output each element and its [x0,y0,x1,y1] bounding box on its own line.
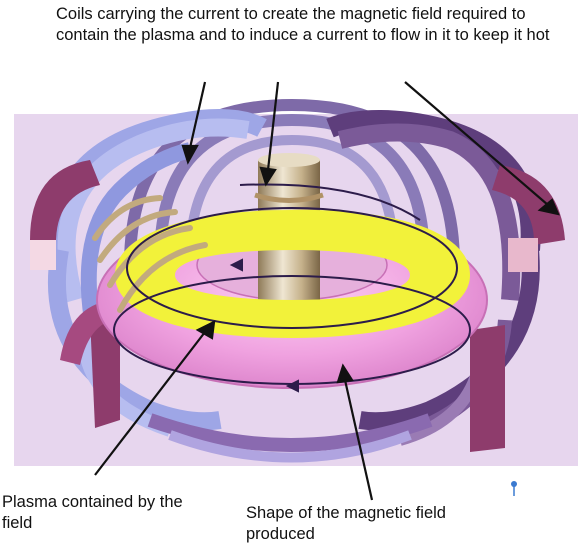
plasma [115,209,470,338]
bottom-coils [147,413,433,463]
outer-magenta-coils [30,160,565,452]
plasma-label: Plasma contained by the field [2,493,183,532]
coils-label: Coils carrying the current to create the… [56,5,550,44]
pin-marker [511,481,517,496]
callout-arrows [94,81,560,501]
magnetic-field-lines [113,183,471,393]
field-shape-label: Shape of the magnetic field produced [246,504,446,543]
helical-windings [92,195,208,313]
back-coils [124,98,460,266]
